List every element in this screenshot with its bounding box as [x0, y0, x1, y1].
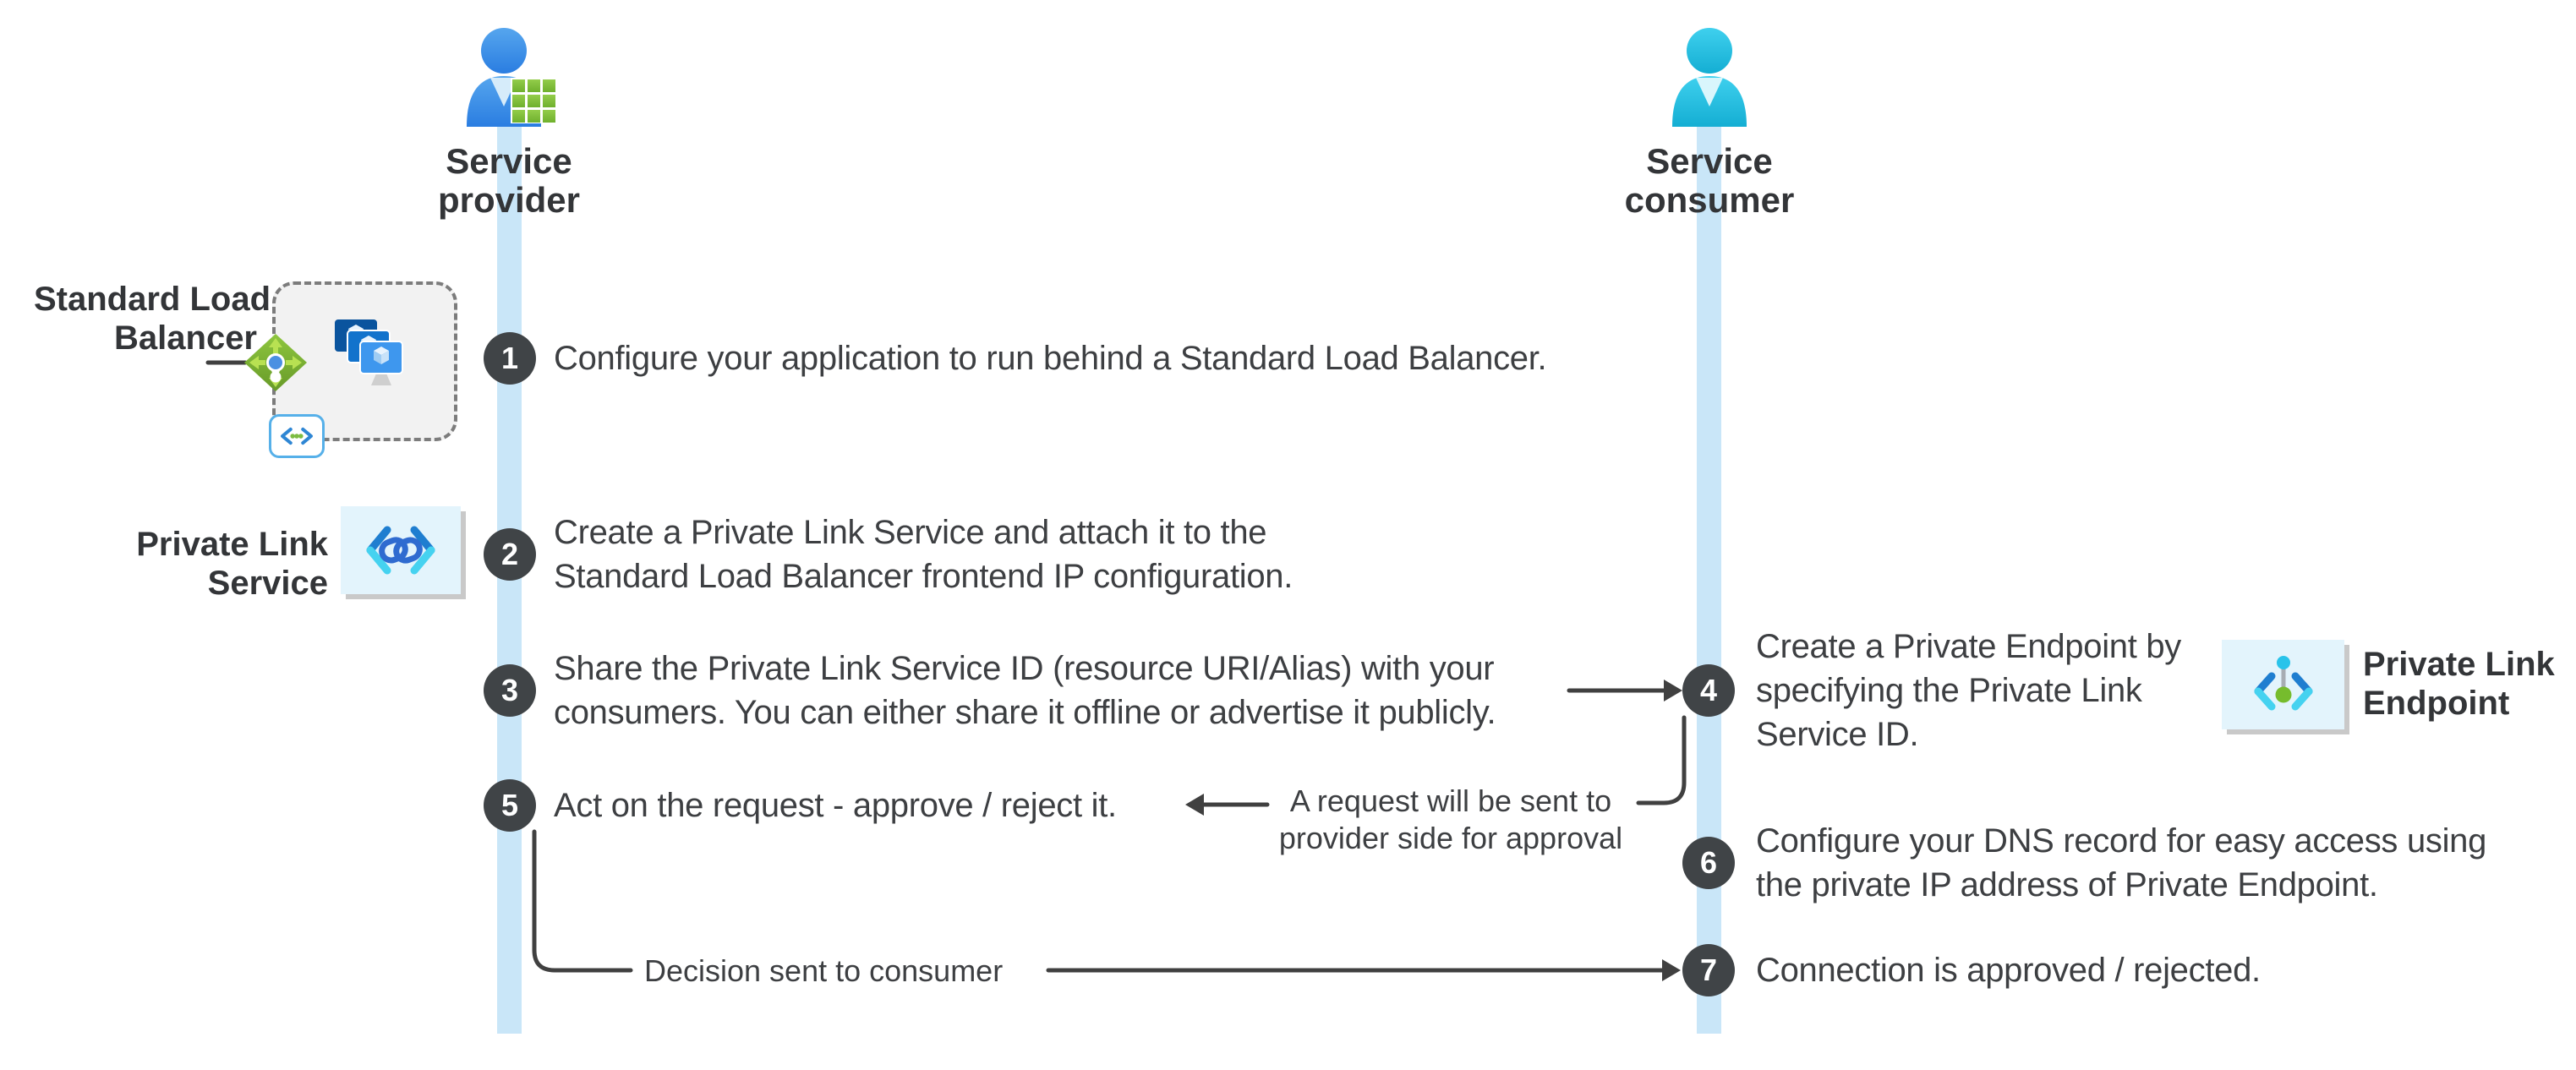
step-7-badge: 7	[1682, 944, 1735, 996]
load-balancer-label: Standard Load Balancer	[34, 281, 271, 357]
step-3-badge: 3	[484, 664, 536, 717]
step-2-text: Create a Private Link Service and attach…	[554, 514, 1293, 595]
arrowhead-step4	[1664, 680, 1682, 702]
step4-elbow-line	[1636, 715, 1687, 805]
step-4-text: Create a Private Endpoint by specifying …	[1756, 628, 2182, 753]
step-3-text: Share the Private Link Service ID (resou…	[554, 650, 1496, 731]
arrowhead-step7	[1662, 959, 1681, 981]
decision-elbow-line	[532, 829, 633, 973]
private-link-service-icon	[341, 506, 461, 594]
consumer-lane-label: Service consumer	[1624, 141, 1795, 220]
step-1-text: Configure your application to run behind…	[554, 340, 1547, 377]
step-7-text: Connection is approved / rejected.	[1756, 952, 2261, 989]
provider-head	[481, 28, 527, 74]
private-link-endpoint-label: Private Link Endpoint	[2363, 646, 2555, 722]
decision-note: Decision sent to consumer	[644, 953, 1004, 988]
provider-grid-icon	[511, 78, 556, 123]
consumer-head	[1687, 28, 1732, 74]
arrowhead-step5	[1185, 794, 1204, 816]
private-link-endpoint-icon	[2222, 640, 2344, 729]
virtual-machines-icon	[335, 319, 403, 385]
code-badge-icon	[269, 414, 325, 458]
load-balancer-icon	[244, 334, 307, 391]
service-provider-icon	[467, 28, 556, 127]
request-note: A request will be sent to provider side …	[1278, 783, 1623, 855]
step-6-badge: 6	[1682, 837, 1735, 889]
consumer-collar	[1696, 78, 1723, 106]
step-2-badge: 2	[484, 528, 536, 581]
private-link-service-label: Private Link Service	[136, 526, 328, 602]
step-1-badge: 1	[484, 332, 536, 385]
provider-lane-label: Service provider	[437, 141, 581, 220]
step-4-badge: 4	[1682, 664, 1735, 717]
step-6-text: Configure your DNS record for easy acces…	[1756, 822, 2487, 903]
step-5-text: Act on the request - approve / reject it…	[554, 787, 1117, 824]
step-5-badge: 5	[484, 779, 536, 832]
service-consumer-icon	[1672, 28, 1747, 127]
